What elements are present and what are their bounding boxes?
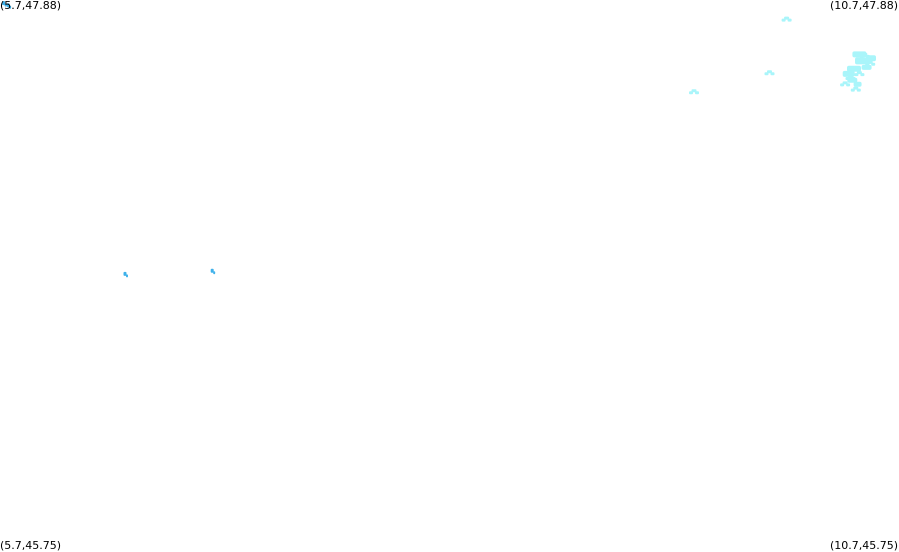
water-feature-part [210,268,214,273]
lake-cluster-part [852,51,867,58]
water-feature-part [871,62,876,66]
water-feature-part [860,73,865,77]
water-feature-light [850,86,861,92]
corner-label-top-left: (5.7,47.88) [0,0,62,12]
lake-cluster-part [868,55,876,62]
water-feature-part [691,89,697,93]
water-feature-part [126,274,128,278]
water-feature-part [781,18,786,22]
water-feature-part [856,71,862,75]
water-feature-deep [6,3,12,9]
water-feature-part [846,83,851,87]
water-feature-part [854,73,859,77]
water-feature-light [764,70,775,76]
lake-cluster-part [855,57,871,65]
lake-cluster-part [853,81,862,87]
lake-cluster-part [847,65,861,72]
lake-cluster-part [847,77,858,83]
water-feature-part [842,81,848,85]
water-feature-part [689,91,693,95]
water-feature-part [856,88,861,92]
corner-label-bottom-left: (5.7,45.75) [0,539,62,552]
water-feature-light [840,81,851,87]
water-feature-part [6,3,10,8]
water-feature-deep [123,271,128,278]
water-feature-part [2,1,6,6]
water-feature-part [770,72,775,76]
water-feature-part [767,70,772,74]
water-feature-light [781,16,792,22]
water-features-layer [2,1,876,278]
water-feature-part [123,271,127,276]
water-feature-light [689,89,699,95]
water-feature-part [9,5,12,9]
water-feature-light [854,71,865,77]
lake-cluster-part [861,64,872,70]
water-feature-part [764,72,769,76]
water-feature-part [853,86,859,90]
water-feature-part [213,271,216,275]
lake-cluster-part [842,70,855,77]
water-feature-deep [210,268,216,275]
water-feature-part [4,3,7,7]
water-feature-part [695,91,699,95]
corner-label-bottom-right: (10.7,45.75) [829,539,898,552]
corner-label-top-right: (10.7,47.88) [829,0,898,12]
water-feature-deep [2,1,7,7]
water-feature-part [787,18,792,22]
water-feature-part [850,88,855,92]
water-feature-part [840,83,845,87]
water-feature-part [784,16,790,20]
